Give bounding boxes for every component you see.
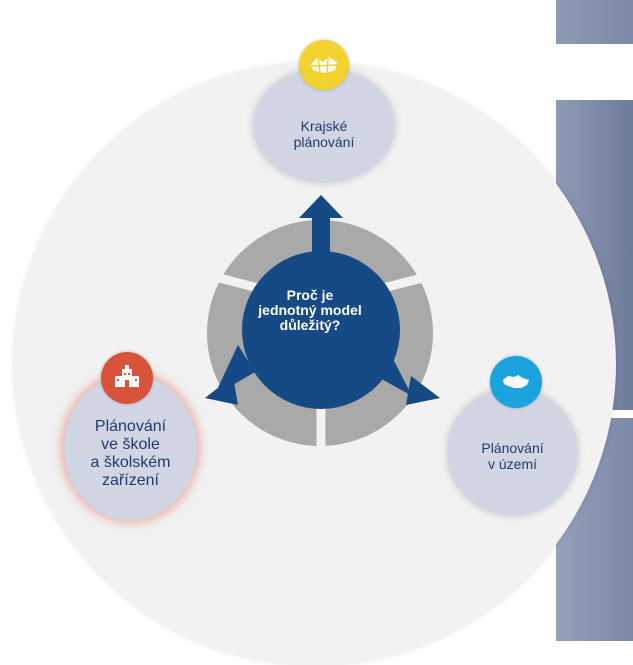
- school-building-glyph: [115, 365, 139, 387]
- school-building-icon: [101, 352, 153, 404]
- central-hub: [242, 251, 400, 409]
- ring-separator-right: [381, 271, 432, 293]
- diagram-graphic: [205, 195, 440, 450]
- arrow-up-head: [299, 195, 343, 218]
- arrow-up-shaft: [312, 210, 330, 260]
- node-regional-label: Krajské plánování: [293, 117, 355, 150]
- node-territory-planning: Plánování v území: [447, 388, 578, 516]
- node-school-label: Plánování ve škole a školském zařízení: [90, 417, 171, 489]
- node-territory-label: Plánování v území: [481, 440, 544, 472]
- arrow-left-head: [205, 376, 238, 405]
- country-map-glyph: [503, 375, 529, 388]
- country-map-icon: [490, 356, 542, 408]
- arrow-right-head: [406, 376, 440, 405]
- background-panel-top: [556, 0, 633, 44]
- map-tiles-icon: [299, 40, 349, 90]
- ring-separator-left: [210, 271, 260, 293]
- arrows: [205, 195, 440, 405]
- hub-question: Proč je jednotný model důležitý?: [258, 287, 362, 333]
- map-tiles-glyph: [311, 57, 337, 74]
- ring-separators: [210, 271, 432, 450]
